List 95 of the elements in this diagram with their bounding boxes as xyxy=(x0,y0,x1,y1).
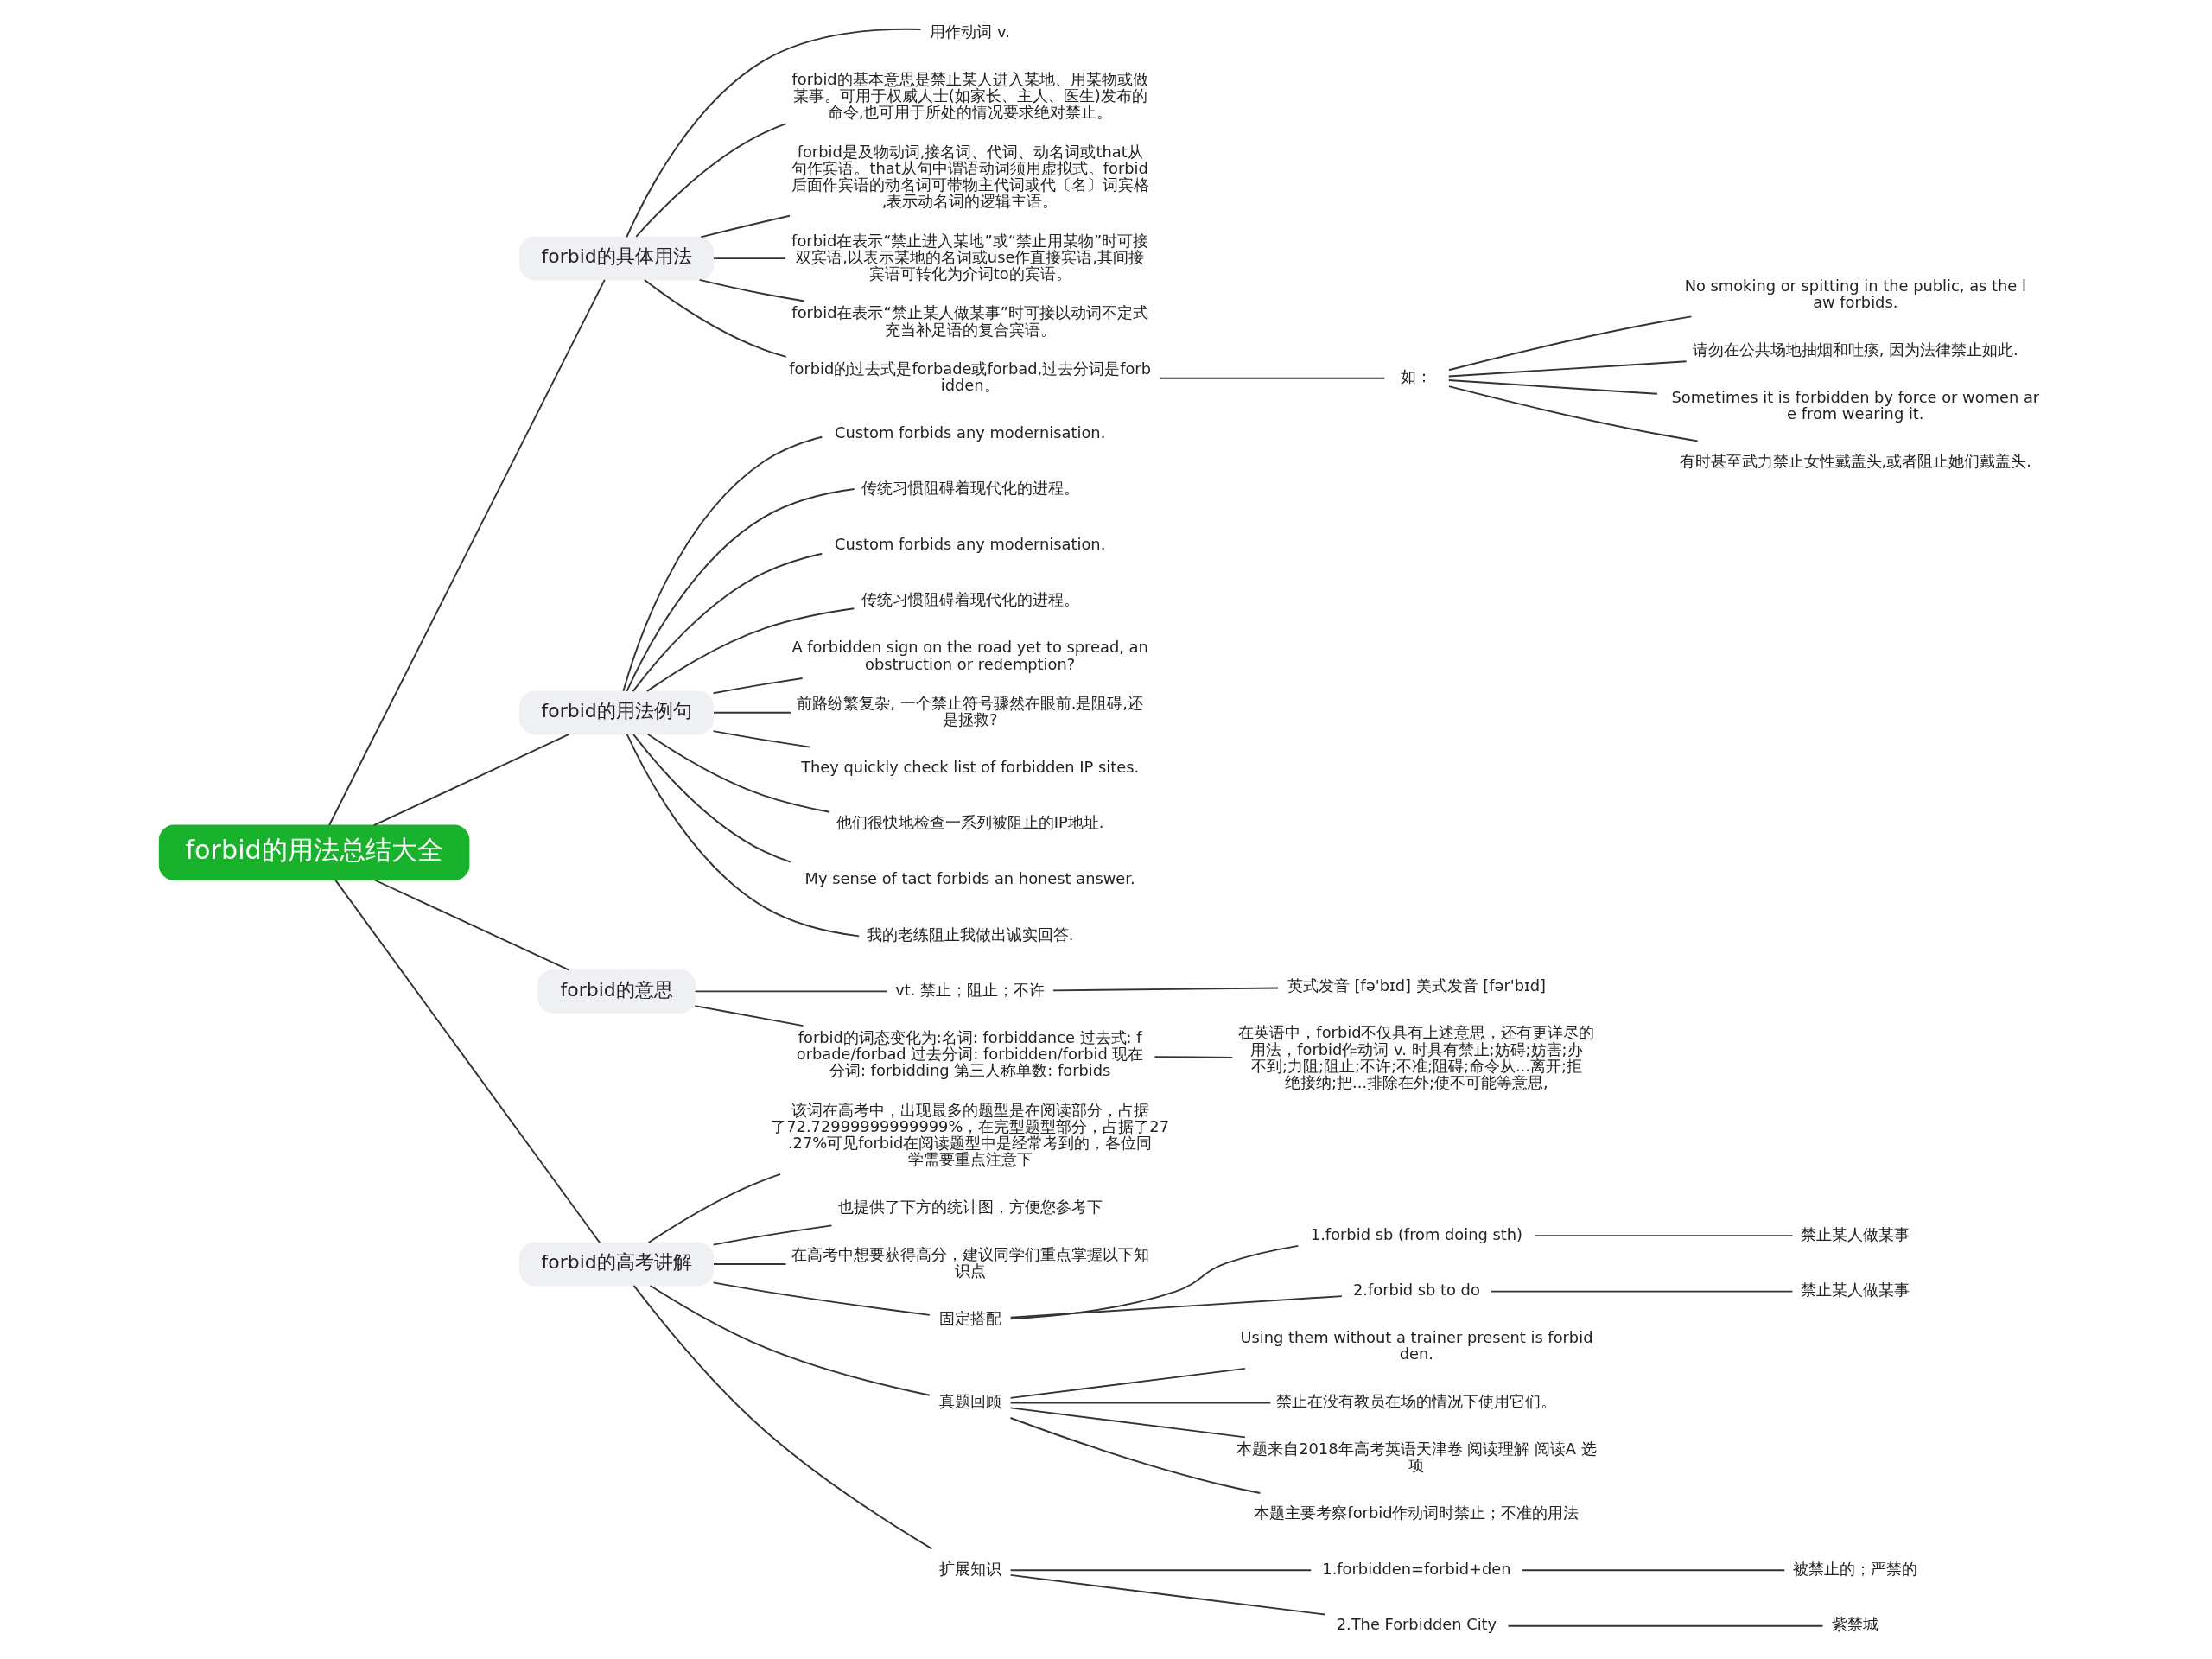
connector xyxy=(649,1285,931,1396)
connector xyxy=(694,990,887,993)
connector xyxy=(1447,360,1688,378)
node-text: forbid在表示“禁止某人做某事”时可接以动词不定式充当补足语的复合宾语。 xyxy=(791,303,1148,339)
connector xyxy=(712,677,804,695)
connector xyxy=(372,733,570,827)
node-text: 传统习惯阻碍着现代化的进程。 xyxy=(861,479,1079,498)
connector xyxy=(327,278,606,826)
node-box: forbid的用法总结大全 xyxy=(158,824,469,880)
node-text: 也提供了下方的统计图，方便您参考下 xyxy=(837,1198,1103,1217)
node-text: 如： xyxy=(1400,367,1432,386)
node-text: 1.forbidden=forbid+den xyxy=(1321,1559,1511,1578)
connector xyxy=(693,1005,804,1027)
connector xyxy=(1009,1569,1312,1572)
connector xyxy=(1009,1417,1261,1494)
node-box: forbid的意思 xyxy=(537,969,696,1014)
connector xyxy=(1052,987,1279,992)
node-text: forbid是及物动词,接名词、代词、动名词或that从句作宾语。that从句中谓语动词须用虚拟式。forbid后面作宾语的动名词可带物主代词或代〔名〕词宾格,表示动名词的逻辑主语。 xyxy=(791,142,1149,211)
connector xyxy=(373,879,570,971)
node-text: 传统习惯阻碍着现代化的进程。 xyxy=(861,590,1079,609)
connector xyxy=(646,733,830,813)
connector xyxy=(1154,1056,1233,1058)
connector xyxy=(622,435,823,692)
node-text: 被禁止的；严禁的 xyxy=(1792,1559,1917,1578)
connector xyxy=(699,214,791,238)
connector xyxy=(1533,1235,1793,1237)
node-text: 本题来自2018年高考英语天津卷 阅读理解 阅读A 选项 xyxy=(1236,1440,1597,1475)
node-text: 他们很快地检查一系列被阻止的IP地址. xyxy=(836,813,1103,832)
connector xyxy=(643,279,787,358)
node-text: 我的老练阻止我做出诚实回答. xyxy=(866,925,1073,944)
connector xyxy=(1158,377,1385,379)
connector xyxy=(712,711,791,714)
node-text: 紫禁城 xyxy=(1831,1615,1878,1634)
node-text: Custom forbids any modernisation. xyxy=(834,423,1105,442)
node-text: 扩展知识 xyxy=(938,1559,1001,1578)
node-text: 2.The Forbidden City xyxy=(1336,1615,1497,1634)
node-text: 前路纷繁复杂, 一个禁止符号骤然在眼前.是阻碍,还是拯救? xyxy=(796,693,1143,729)
connector xyxy=(1447,315,1692,372)
connector xyxy=(1521,1569,1785,1572)
node-text: forbid的基本意思是禁止某人进入某地、用某物或做某事。可用于权威人士(如家长、主人、医生)发布的命令,也可用于所处的情况要求绝对禁止。 xyxy=(791,69,1148,122)
connector xyxy=(1009,1367,1246,1399)
connector xyxy=(1447,379,1658,395)
connector xyxy=(712,1281,931,1316)
node-text: A forbidden sign on the road yet to spread, an obstruction or redemption? xyxy=(791,638,1148,673)
node-text: Sometimes it is forbidden by force or women are from wearing it. xyxy=(1670,387,2039,423)
node-text: 有时甚至武力禁止女性戴盖头,或者阻止她们戴盖头. xyxy=(1679,451,2031,470)
connector xyxy=(625,28,922,238)
node-text: 请勿在公共场地抽烟和吐痰, 因为法律禁止如此. xyxy=(1692,340,2018,359)
connector xyxy=(632,552,823,693)
node-text: 禁止在没有教员在场的情况下使用它们。 xyxy=(1275,1392,1556,1411)
connector xyxy=(632,1284,932,1550)
connector xyxy=(334,879,601,1244)
node-text: 在高考中想要获得高分，建议同学们重点掌握以下知识点 xyxy=(791,1245,1149,1281)
connector xyxy=(1009,1573,1325,1616)
connector xyxy=(712,1263,787,1265)
connector xyxy=(1490,1290,1793,1293)
node-text: No smoking or spitting in the public, as the law forbids. xyxy=(1684,276,2026,311)
node-text: vt. 禁止；阻止；不许 xyxy=(894,981,1045,1000)
connector xyxy=(1009,1295,1343,1319)
node-text: 该词在高考中，出现最多的题型是在阅读部分，占据了72.72999999999999%，在完型题型部分，占据了27.27%可见forbid在阅读题型中是经常考到的，各位同学需要重点注意下 xyxy=(770,1100,1169,1169)
node-text: forbid的过去式是forbade或forbad,过去分词是forbidden。 xyxy=(788,359,1151,395)
node-text: Using them without a trainer present is forbidden. xyxy=(1239,1328,1592,1363)
node-text: 在英语中，forbid不仅具有上述意思，还有更详尽的用法，forbid作动词 v. 时具有禁止;妨碍;妨害;办不到;力阻;阻止;不许;不准;阻碍;命令从...离开;拒绝接纳;把...排除在外;使不可能等意思, xyxy=(1237,1023,1594,1092)
node-text: 固定搭配 xyxy=(938,1309,1001,1328)
connector xyxy=(646,1173,781,1244)
node-text: forbid的词态变化为:名词: forbiddance 过去式: forbade/forbad 过去分词: forbidden/forbid 现在分词: forbidding 第三人称单数: forbids xyxy=(796,1027,1143,1080)
connector xyxy=(698,278,805,302)
connector xyxy=(645,607,855,692)
connector xyxy=(634,123,787,238)
node-text: They quickly check list of forbidden IP sites. xyxy=(800,757,1139,776)
connector xyxy=(626,488,855,692)
connector xyxy=(632,733,791,863)
connector xyxy=(1009,1407,1246,1439)
connector xyxy=(1009,1244,1299,1320)
node-text: 禁止某人做某事 xyxy=(1800,1224,1910,1243)
node-box: forbid的用法例句 xyxy=(518,690,714,735)
node-text: 2.forbid sb to do xyxy=(1352,1281,1480,1300)
connector xyxy=(1009,1402,1271,1404)
node-text: forbid在表示“禁止进入某地”或“禁止用某物”时可接双宾语,以表示某地的名词或use作直接宾语,其间接宾语可转化为介词to的宾语。 xyxy=(791,231,1148,283)
connector xyxy=(712,1224,832,1246)
connector xyxy=(1507,1624,1823,1627)
connector xyxy=(626,733,860,938)
node-box: forbid的具体用法 xyxy=(518,236,714,281)
connector xyxy=(712,257,786,260)
node-text: 真题回顾 xyxy=(938,1392,1001,1411)
node-box: forbid的高考讲解 xyxy=(518,1242,714,1287)
connector xyxy=(712,730,811,748)
node-text: 英式发音 [fə'bɪd] 美式发音 [fər'bɪd] xyxy=(1287,976,1546,995)
node-text: My sense of tact forbids an honest answer. xyxy=(804,869,1135,887)
node-text: 用作动词 v. xyxy=(929,22,1010,41)
node-text: Custom forbids any modernisation. xyxy=(834,534,1105,553)
node-text: 禁止某人做某事 xyxy=(1800,1281,1910,1300)
connector xyxy=(1447,385,1699,442)
node-text: 1.forbid sb (from doing sth) xyxy=(1310,1224,1522,1243)
node-text: 本题主要考察forbid作动词时禁止；不准的用法 xyxy=(1253,1503,1579,1522)
